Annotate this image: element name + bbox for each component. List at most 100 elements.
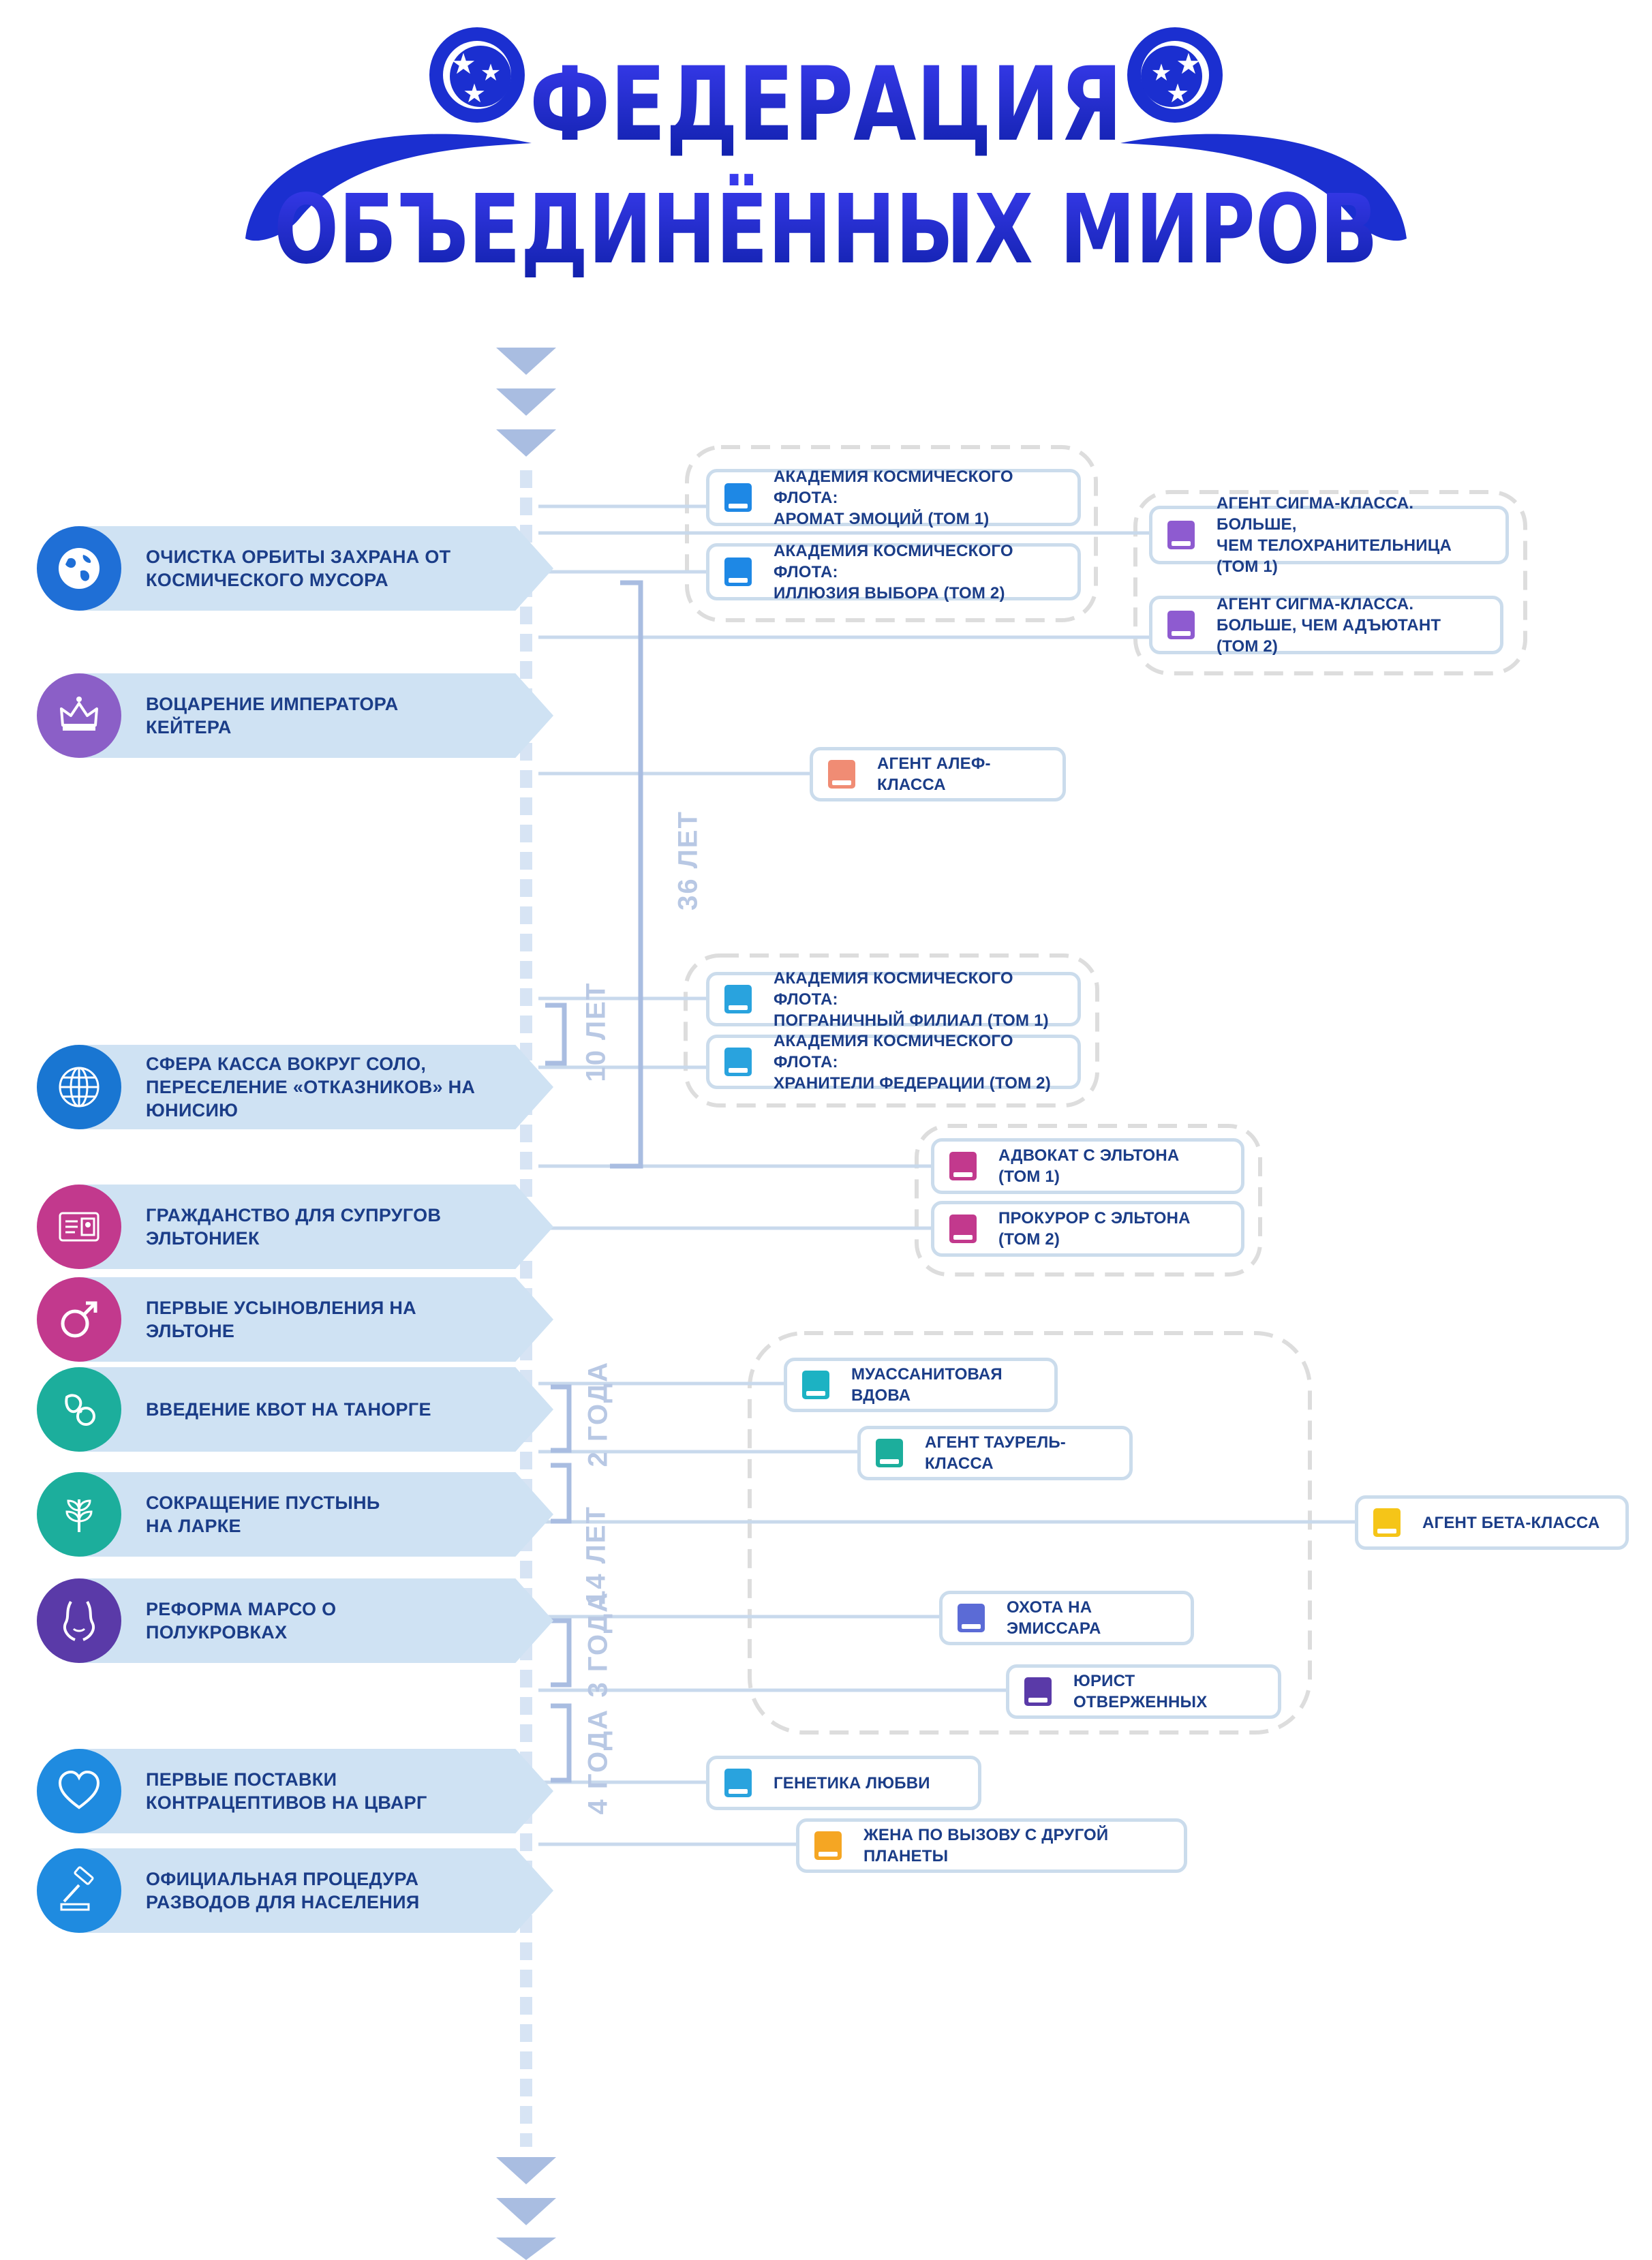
svg-text:★: ★ [480,59,501,87]
event-icon-circle [37,673,121,758]
book-wife-on-call[interactable]: ЖЕНА ПО ВЫЗОВУ С ДРУГОЙ ПЛАНЕТЫ [796,1818,1187,1873]
book-academy-federation-guardians[interactable]: АКАДЕМИЯ КОСМИЧЕСКОГО ФЛОТА: ХРАНИТЕЛИ Ф… [706,1032,1081,1093]
book-icon [949,1152,977,1180]
book-title: ЮРИСТ ОТВЕРЖЕННЫХ [1073,1672,1208,1711]
down-arrow-icon [496,2238,556,2260]
event-band [79,673,553,758]
book-icon [802,1371,829,1399]
book-academy-aroma-emotions[interactable]: АКАДЕМИЯ КОСМИЧЕСКОГО ФЛОТА: АРОМАТ ЭМОЦ… [706,468,1081,528]
down-arrow-icon [496,2157,556,2184]
book-icon [828,760,855,789]
book-title: МУАССАНИТОВАЯ ВДОВА [851,1365,1003,1405]
book-beta-class-agent[interactable]: АГЕНТ БЕТА-КЛАССА [1355,1495,1629,1550]
title-line-2: ОБЪЕДИНЁННЫХ МИРОВ [274,173,1378,286]
event-icon-circle [37,1367,121,1452]
book-title: АКАДЕМИЯ КОСМИЧЕСКОГО ФЛОТА: ХРАНИТЕЛИ Ф… [774,1031,1051,1093]
book-title: АГЕНТ АЛЕФ-КЛАССА [877,754,991,794]
event-icon-circle [37,1472,121,1557]
book-elton-lawyer[interactable]: АДВОКАТ С ЭЛЬТОНА (ТОМ 1) [931,1138,1244,1194]
event-label: ПЕРВЫЕ УСЫНОВЛЕНИЯ НА ЭЛЬТОНЕ [146,1298,416,1341]
event-icon-circle [37,1185,121,1269]
svg-text:★: ★ [1151,59,1172,87]
series-group-sigma [1133,490,1527,675]
left-stars-emblem: ★ ★ ★ [429,27,525,123]
book-emissary-hunt[interactable]: ОХОТА НА ЭМИССАРА [939,1591,1194,1645]
book-title: АГЕНТ БЕТА-КЛАССА [1422,1513,1600,1532]
book-elton-prosecutor[interactable]: ПРОКУРОР С ЭЛЬТОНА (ТОМ 2) [931,1201,1244,1257]
event-band [79,526,553,611]
book-icon [1373,1508,1401,1537]
book-icon [814,1831,842,1860]
right-stars-emblem: ★ ★ ★ [1127,27,1223,123]
span-label-2-years: 2 ГОДА [583,1361,613,1467]
event-label: ГРАЖДАНСТВО ДЛЯ СУПРУГОВ ЭЛЬТОНИЕК [146,1205,442,1249]
event-band [79,1472,553,1557]
event-band [79,1848,553,1933]
span-label-36-years: 36 ЛЕТ [673,810,703,911]
title-banner: ★ ★ ★ ★ ★ ★ ФЕДЕРАЦИЯ ОБЪЕДИНЁННЫХ МИРОВ [245,27,1407,286]
book-genetics-of-love[interactable]: ГЕНЕТИКА ЛЮБВИ [706,1756,981,1810]
body-silhouette-icon [63,1601,95,1641]
book-taurel-class-agent[interactable]: АГЕНТ ТАУРЕЛЬ-КЛАССА [857,1426,1133,1480]
book-moissanite-widow[interactable]: МУАССАНИТОВАЯ ВДОВА [784,1358,1058,1412]
top-arrows [496,348,556,457]
book-title: ЖЕНА ПО ВЫЗОВУ С ДРУГОЙ ПЛАНЕТЫ [863,1826,1109,1865]
left-swirl-ornament [245,134,532,241]
book-title: АКАДЕМИЯ КОСМИЧЕСКОГО ФЛОТА: ИЛЛЮЗИЯ ВЫБ… [774,541,1013,602]
book-title: ГЕНЕТИКА ЛЮБВИ [774,1773,930,1792]
book-icon [1167,611,1195,639]
event-band [79,1277,553,1362]
book-icon [724,985,752,1013]
heart-icon [58,1770,100,1809]
book-icon [876,1439,903,1467]
event-band [79,1367,553,1452]
svg-text:★: ★ [463,78,486,108]
bracket-14-years [551,1463,572,1524]
event-label: ВВЕДЕНИЕ КВОТ НА ТАНОРГЕ [146,1399,431,1420]
book-icon [1167,521,1195,549]
event-label: ВОЦАРЕНИЕ ИМПЕРАТОРА КЕЙТЕРА [146,694,399,737]
crown-icon [60,697,98,731]
book-icon [724,1769,752,1797]
book-title: АКАДЕМИЯ КОСМИЧЕСКОГО ФЛОТА: АРОМАТ ЭМОЦ… [774,467,1013,528]
series-group-agents [748,1331,1312,1735]
male-symbol-icon [61,1301,97,1338]
svg-text:★: ★ [1166,78,1189,108]
connector-lines [538,504,1356,1846]
right-swirl-ornament [1120,134,1407,241]
globe-grid-icon [59,1067,100,1108]
book-sigma-bodyguard[interactable]: АГЕНТ СИГМА-КЛАССА. БОЛЬШЕ, ЧЕМ ТЕЛОХРАН… [1149,494,1509,576]
title-line-1: ФЕДЕРАЦИЯ [530,46,1122,164]
book-title: ПРОКУРОР С ЭЛЬТОНА (ТОМ 2) [998,1209,1191,1249]
book-title: АГЕНТ СИГМА-КЛАССА. БОЛЬШЕ, ЧЕМ АДЪЮТАНТ… [1217,594,1441,656]
bracket-2-years [551,1384,572,1453]
down-arrow-icon [496,429,556,457]
bracket-10-years [545,1003,567,1066]
event-label: ПЕРВЫЕ ПОСТАВКИ КОНТРАЦЕПТИВОВ НА ЦВАРГ [146,1769,427,1813]
bracket-4-years [551,1703,572,1783]
book-title: ОХОТА НА ЭМИССАРА [1007,1598,1101,1638]
book-academy-border-branch[interactable]: АКАДЕМИЯ КОСМИЧЕСКОГО ФЛОТА: ПОГРАНИЧНЫЙ… [706,969,1081,1030]
book-sigma-adjutant[interactable]: АГЕНТ СИГМА-КЛАССА. БОЛЬШЕ, ЧЕМ АДЪЮТАНТ… [1149,594,1503,656]
bracket-36-years [610,580,643,1169]
down-arrow-icon [496,388,556,416]
pacifier-icon [65,1394,95,1426]
book-title: АГЕНТ ТАУРЕЛЬ-КЛАССА [925,1433,1066,1473]
event-band [79,1749,553,1833]
plant-icon [65,1499,93,1532]
book-aleph-class-agent[interactable]: АГЕНТ АЛЕФ-КЛАССА [810,747,1066,801]
duration-brackets [545,580,643,1783]
down-arrow-icon [496,2198,556,2225]
event-label: РЕФОРМА МАРСО О ПОЛУКРОВКАХ [146,1599,337,1643]
book-outcasts-lawyer[interactable]: ЮРИСТ ОТВЕРЖЕННЫХ [1006,1664,1281,1719]
book-title: АДВОКАТ С ЭЛЬТОНА (ТОМ 1) [998,1146,1180,1186]
event-label: ОЧИСТКА ОРБИТЫ ЗАХРАНА ОТ КОСМИЧЕСКОГО М… [146,547,451,590]
earth-icon [59,548,100,589]
span-label-4-years: 4 ГОДА [583,1709,613,1815]
event-label: СФЕРА КАССА ВОКРУГ СОЛО, ПЕРЕСЕЛЕНИЕ «ОТ… [146,1054,476,1120]
book-academy-illusion-choice[interactable]: АКАДЕМИЯ КОСМИЧЕСКОГО ФЛОТА: ИЛЛЮЗИЯ ВЫБ… [706,542,1081,602]
event-icon-circle [37,1578,121,1663]
event-band [79,1045,553,1129]
book-icon [724,558,752,586]
